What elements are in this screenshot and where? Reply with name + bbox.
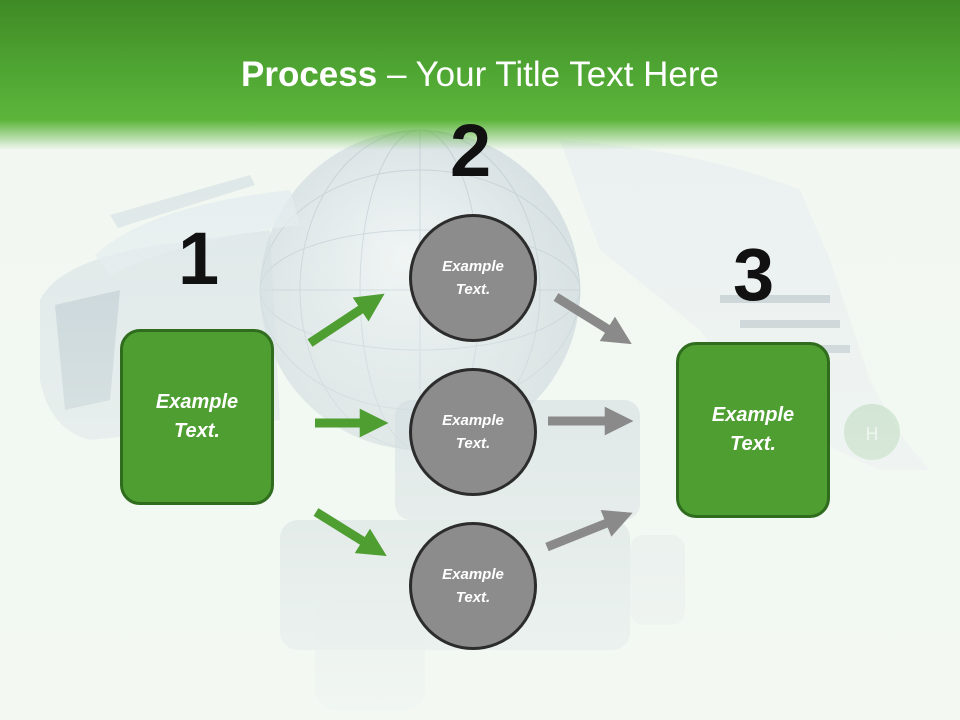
middle-node-middle: Example Text. xyxy=(409,368,537,496)
arrow-1-to-top xyxy=(307,293,385,347)
arrow-bottom-to-3 xyxy=(545,510,633,552)
step-1-label: Example Text. xyxy=(155,391,239,442)
title-bold: Process xyxy=(241,55,378,94)
step-1-box: Example Text. xyxy=(120,329,274,505)
arrow-top-to-3 xyxy=(553,293,632,345)
middle-node-bottom: Example Text. xyxy=(409,522,537,650)
middle-node-top: Example Text. xyxy=(409,214,537,342)
step-number-3: 3 xyxy=(733,233,775,316)
step-3-box: Example Text. xyxy=(676,342,830,518)
middle-node-bottom-label: Example Text. xyxy=(442,566,504,606)
slide-title: Process – Your Title Text Here xyxy=(0,52,960,98)
step-number-1: 1 xyxy=(178,217,220,300)
step-3-label: Example Text. xyxy=(711,404,795,455)
title-rest: – Your Title Text Here xyxy=(377,55,719,94)
middle-node-middle-label: Example Text. xyxy=(442,412,504,452)
title-band xyxy=(0,0,960,150)
arrow-1-to-bottom xyxy=(313,508,387,557)
step-number-2: 2 xyxy=(450,109,492,192)
middle-node-top-label: Example Text. xyxy=(442,258,504,298)
